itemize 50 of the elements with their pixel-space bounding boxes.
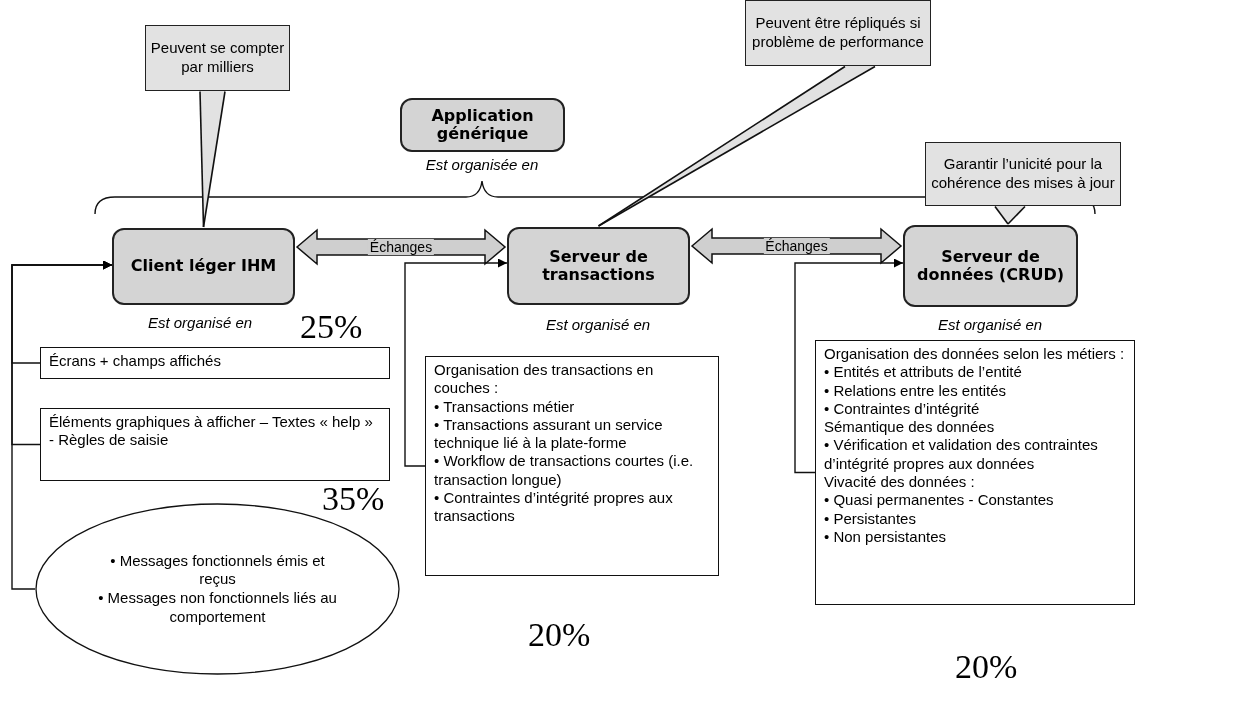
item-text: • Messages fonctionnels émis et reçus <box>109 551 326 589</box>
percentage-label: 35% <box>322 482 385 516</box>
node-title: Serveur de transactions <box>541 247 656 285</box>
item-text: • Transactions assurant un service technique lié à la plate-forme <box>434 415 664 453</box>
item-text: • Contraintes d’intégrité propres aux transactions <box>434 489 674 526</box>
connector-arrow <box>404 258 508 467</box>
item-text: Vivacité des données : <box>824 473 976 492</box>
edge-label: Échanges <box>367 239 435 255</box>
server-box <box>507 227 690 305</box>
item-text: Sémantique des données <box>824 418 996 437</box>
relation-text: Est organisée en <box>425 156 539 173</box>
relation-text: Est organisé en <box>545 316 651 333</box>
item-text: • Non persistantes <box>824 527 947 547</box>
node-title: Serveur de données (CRUD) <box>916 247 1065 285</box>
item-text: • Messages non fonctionnels liés au comportement <box>97 589 338 627</box>
node-title: Application générique <box>430 106 535 144</box>
item-text: Éléments graphiques à afficher – Textes « help » - Règles de saisie <box>49 413 374 450</box>
client-box <box>112 228 295 305</box>
callout-text: Garantir l’unicité pour la cohérence des mises à jour <box>930 155 1116 193</box>
callout-text: Peuvent se compter par milliers <box>149 39 286 77</box>
item-text: • Relations entre les entités <box>824 381 1007 400</box>
item-text: Écrans + champs affichés <box>49 352 222 371</box>
relation-text: Est organisé en <box>147 314 253 331</box>
application-box <box>400 98 565 152</box>
callout-box <box>145 25 290 91</box>
callout-box <box>925 142 1121 206</box>
item-text: • Vérification et validation des contraintes d’intégrité propres aux données <box>824 436 1099 474</box>
callout-text: Peuvent être répliqués si problème de performance <box>751 14 925 52</box>
percentage-label: 20% <box>528 618 591 652</box>
percentage-label: 25% <box>300 310 363 344</box>
text-box <box>40 408 390 481</box>
item-text: • Transactions métier <box>434 397 576 416</box>
item-text: Organisation des transactions en couches : <box>434 361 655 398</box>
callout-box <box>745 0 931 66</box>
connector-arrow <box>11 260 113 590</box>
node-title: Client léger IHM <box>130 257 277 276</box>
percentage-label: 20% <box>955 650 1018 684</box>
item-text: • Quasi permanentes - Constantes <box>824 491 1055 510</box>
text-box <box>40 347 390 379</box>
item-text: Organisation des données selon les métiers : <box>824 345 1126 364</box>
edge-label: Échanges <box>763 238 830 254</box>
item-text: • Persistantes <box>824 509 917 528</box>
item-text: • Contraintes d’intégrité <box>824 399 981 419</box>
text-box <box>815 340 1135 605</box>
relation-text: Est organisé en <box>937 316 1043 333</box>
text-box <box>425 356 719 576</box>
item-text: • Workflow de transactions courtes (i.e. transaction longue) <box>434 452 695 490</box>
connector-arrow <box>794 258 904 474</box>
item-text: • Entités et attributs de l’entité <box>824 363 1023 382</box>
server-box <box>903 225 1078 307</box>
